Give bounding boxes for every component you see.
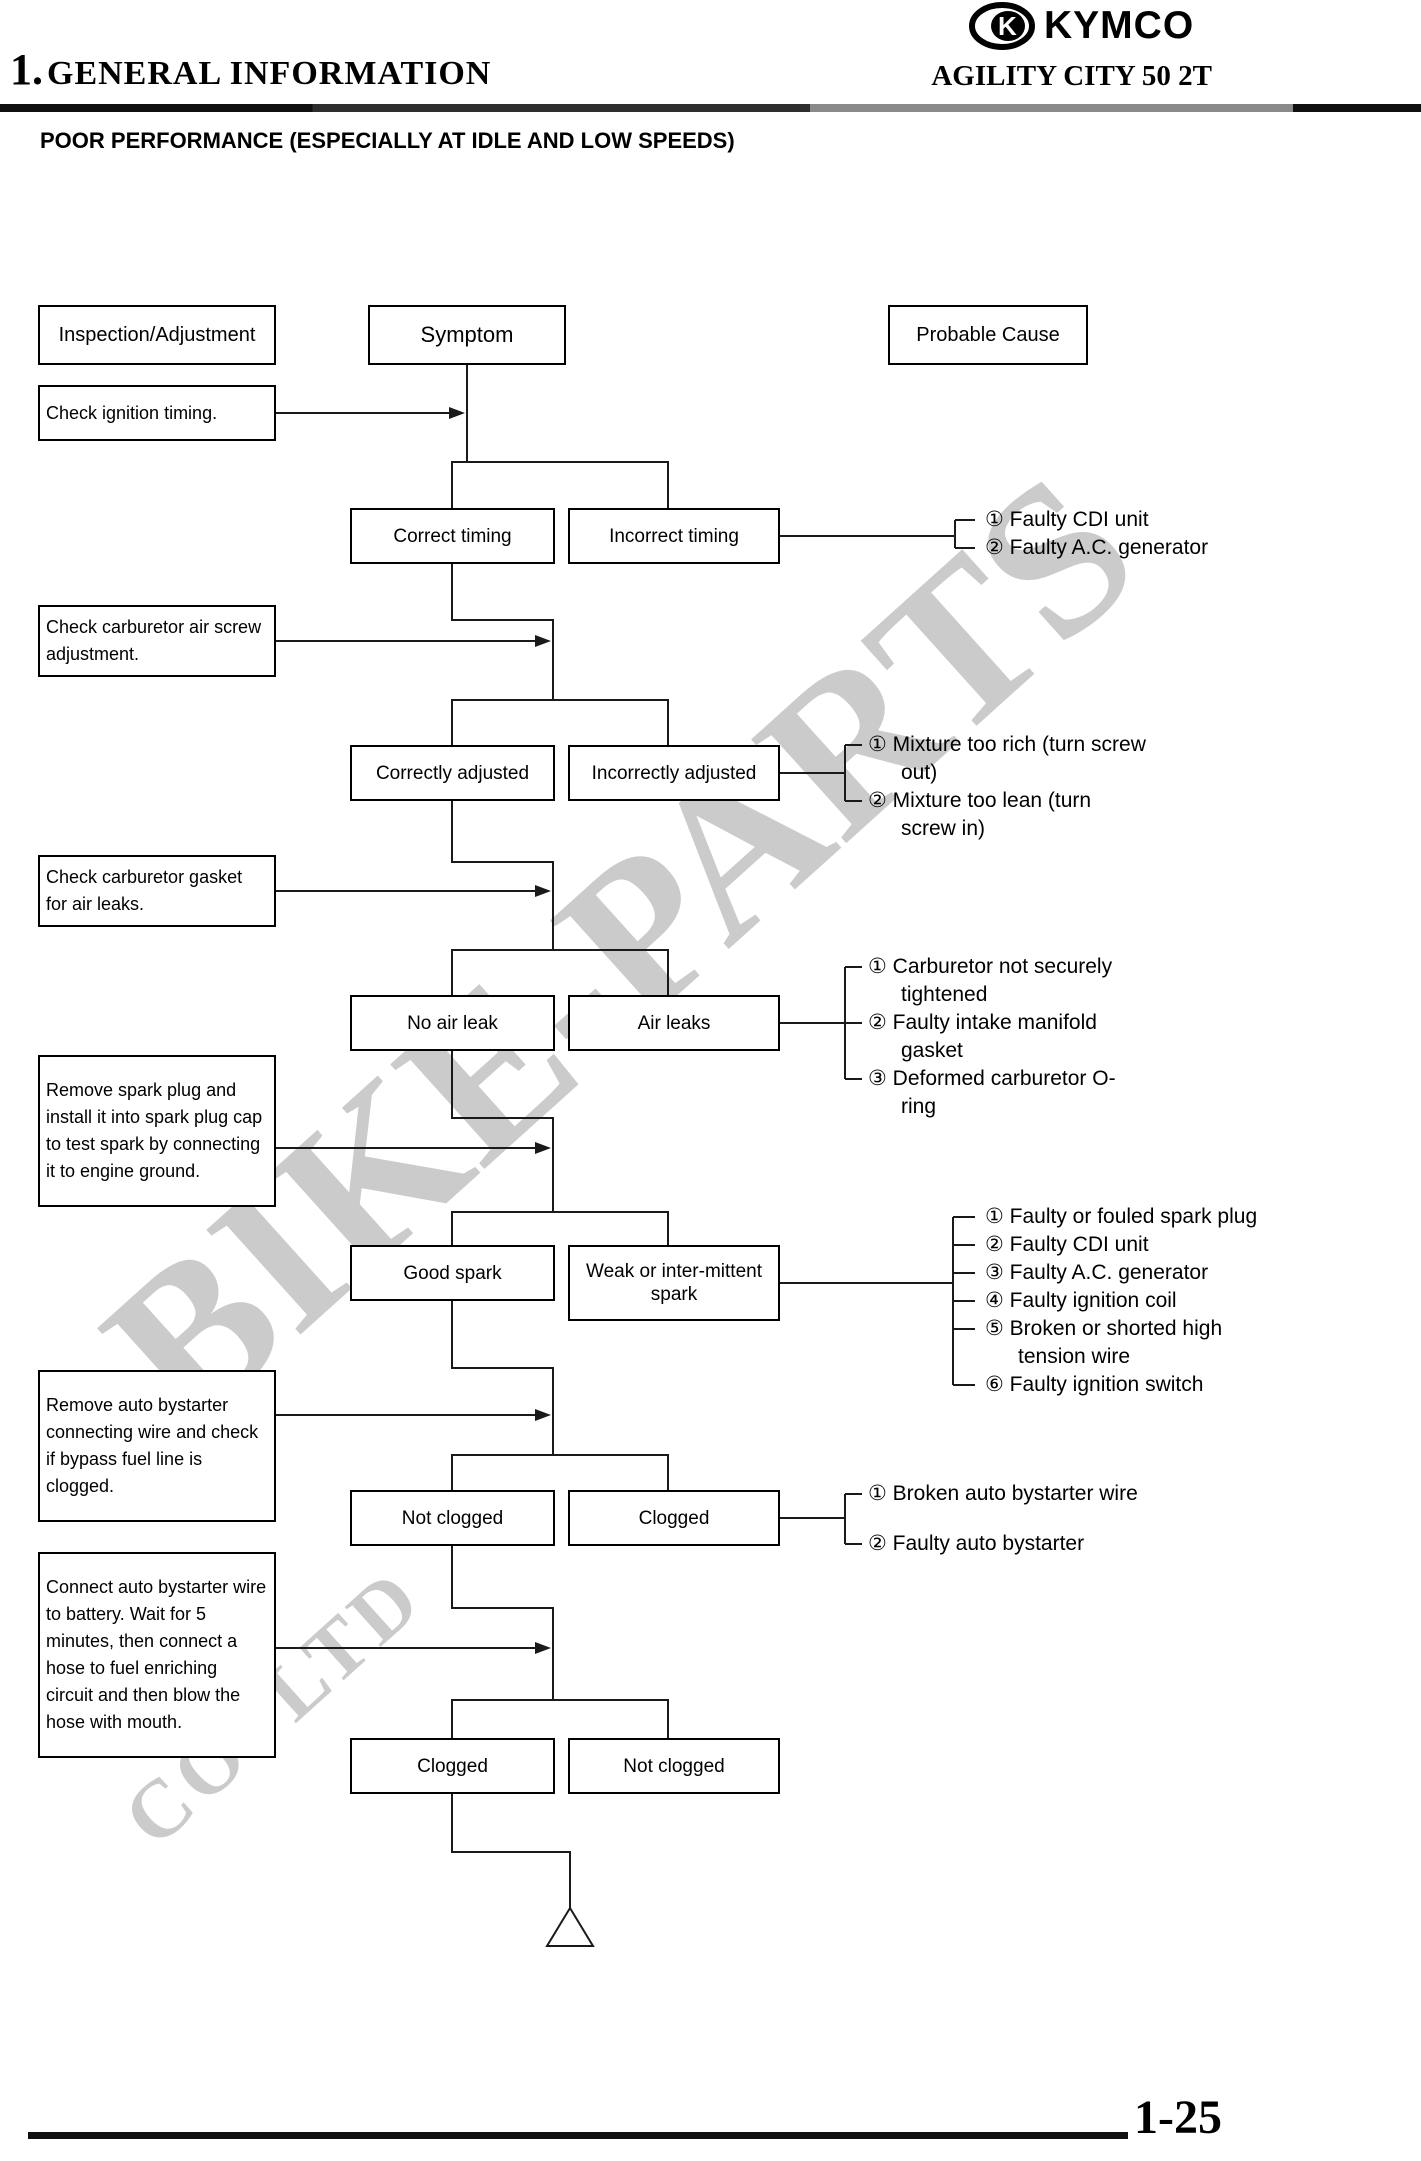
cause-item: ② Faulty CDI unit [985, 1233, 1149, 1256]
inspection-box-ignition-timing: Check ignition timing. [38, 385, 276, 441]
cause-item: ① Faulty CDI unit [985, 508, 1149, 531]
cause-list-air-leaks: ① Carburetor not securely tightened ② Fa… [868, 953, 1116, 1121]
column-header-symptom-label: Symptom [420, 322, 514, 347]
symptom-label: Not clogged [623, 1755, 725, 1777]
cause-list-clogged: ① Broken auto bystarter wire ② Faulty au… [868, 1480, 1138, 1558]
cause-item: ② Faulty auto bystarter [868, 1532, 1085, 1555]
inspection-text: Remove auto bystarter connecting wire an… [46, 1395, 259, 1496]
symptom-label: Weak or inter-mittent spark [586, 1261, 762, 1305]
symptom-box-weak-spark: Weak or inter-mittent spark [568, 1245, 780, 1321]
cause-item: ② Faulty intake manifold [868, 1011, 1097, 1034]
symptom-label: Air leaks [637, 1012, 711, 1034]
symptom-box-good-spark: Good spark [350, 1245, 555, 1301]
inspection-text: Remove spark plug and install it into sp… [46, 1080, 263, 1181]
symptom-label: Clogged [417, 1755, 488, 1777]
cause-item-continuation: tension wire [1018, 1345, 1131, 1368]
cause-list-incorrect-timing: ① Faulty CDI unit ② Faulty A.C. generato… [985, 506, 1208, 562]
cause-item-continuation: ring [901, 1095, 937, 1118]
chapter-heading: 1. GENERAL INFORMATION [10, 44, 491, 95]
symptom-box-incorrect-timing: Incorrect timing [568, 508, 780, 564]
inspection-box-spark-test: Remove spark plug and install it into sp… [38, 1055, 276, 1207]
symptom-box-incorrectly-adjusted: Incorrectly adjusted [568, 745, 780, 801]
symptom-box-no-air-leak: No air leak [350, 995, 555, 1051]
symptom-label: Correctly adjusted [375, 762, 530, 784]
cause-list-weak-spark: ① Faulty or fouled spark plug ② Faulty C… [985, 1203, 1257, 1399]
symptom-box-correct-timing: Correct timing [350, 508, 555, 564]
cause-list-incorrectly-adjusted: ① Mixture too rich (turn screw out) ② Mi… [868, 731, 1146, 843]
column-header-probable-cause-label: Probable Cause [916, 323, 1060, 346]
svg-text:K: K [998, 11, 1017, 41]
cause-item: ④ Faulty ignition coil [985, 1289, 1177, 1312]
footer-rule [28, 2132, 1128, 2139]
inspection-box-gasket-air-leaks: Check carburetor gasket for air leaks. [38, 855, 276, 927]
cause-item: ② Mixture too lean (turn [868, 789, 1092, 812]
symptom-label: Not clogged [401, 1507, 504, 1529]
inspection-text: Connect auto bystarter wire to battery. … [46, 1577, 267, 1732]
page-title: POOR PERFORMANCE (ESPECIALLY AT IDLE AND… [40, 128, 735, 153]
header-rule [0, 104, 1421, 112]
cause-item: ① Broken auto bystarter wire [868, 1482, 1138, 1505]
cause-item: ③ Deformed carburetor O- [868, 1067, 1116, 1090]
symptom-box-not-clogged-final: Not clogged [568, 1738, 780, 1794]
inspection-box-air-screw: Check carburetor air screw adjustment. [38, 605, 276, 677]
symptom-label: Incorrect timing [609, 525, 739, 547]
cause-item: ② Faulty A.C. generator [985, 536, 1209, 559]
symptom-label: No air leak [407, 1012, 498, 1034]
inspection-text: Check carburetor gasket for air leaks. [46, 867, 243, 914]
inspection-box-bystarter-fuel-line: Remove auto bystarter connecting wire an… [38, 1370, 276, 1522]
column-header-probable-cause: Probable Cause [888, 305, 1088, 365]
symptom-label: Correct timing [393, 525, 512, 547]
brand-name: KYMCO [1044, 4, 1195, 47]
symptom-box-clogged: Clogged [568, 1490, 780, 1546]
column-header-inspection: Inspection/Adjustment [38, 305, 276, 365]
model-name: AGILITY CITY 50 2T [931, 60, 1212, 92]
cause-item: ① Faulty or fouled spark plug [985, 1205, 1258, 1228]
cause-item: ① Mixture too rich (turn screw [868, 733, 1146, 756]
cause-item: ⑤ Broken or shorted high [985, 1317, 1223, 1340]
inspection-text: Check carburetor air screw adjustment. [46, 617, 262, 664]
chapter-title: GENERAL INFORMATION [47, 55, 492, 92]
cause-item-continuation: gasket [901, 1039, 963, 1062]
symptom-box-correctly-adjusted: Correctly adjusted [350, 745, 555, 801]
cause-item-continuation: screw in) [901, 817, 986, 840]
cause-item-continuation: out) [901, 761, 938, 784]
symptom-label: Clogged [638, 1507, 710, 1529]
symptom-label: Incorrectly adjusted [591, 762, 757, 784]
symptom-box-not-clogged: Not clogged [350, 1490, 555, 1546]
column-header-inspection-label: Inspection/Adjustment [58, 323, 256, 346]
cause-item: ⑥ Faulty ignition switch [985, 1373, 1204, 1396]
chapter-number: 1. [10, 45, 43, 94]
cause-item: ③ Faulty A.C. generator [985, 1261, 1209, 1284]
inspection-text: Check ignition timing. [46, 402, 218, 423]
symptom-box-air-leaks: Air leaks [568, 995, 780, 1051]
continuation-triangle-icon [545, 1906, 595, 1947]
page-number: 1-25 [1134, 2091, 1222, 2144]
symptom-box-clogged-final: Clogged [350, 1738, 555, 1794]
kymco-logo-icon: K [968, 2, 1040, 57]
cause-item: ① Carburetor not securely [868, 955, 1113, 978]
column-header-symptom: Symptom [368, 305, 566, 365]
inspection-box-bystarter-battery: Connect auto bystarter wire to battery. … [38, 1552, 276, 1758]
cause-item-continuation: tightened [901, 983, 988, 1006]
symptom-label: Good spark [403, 1262, 502, 1284]
